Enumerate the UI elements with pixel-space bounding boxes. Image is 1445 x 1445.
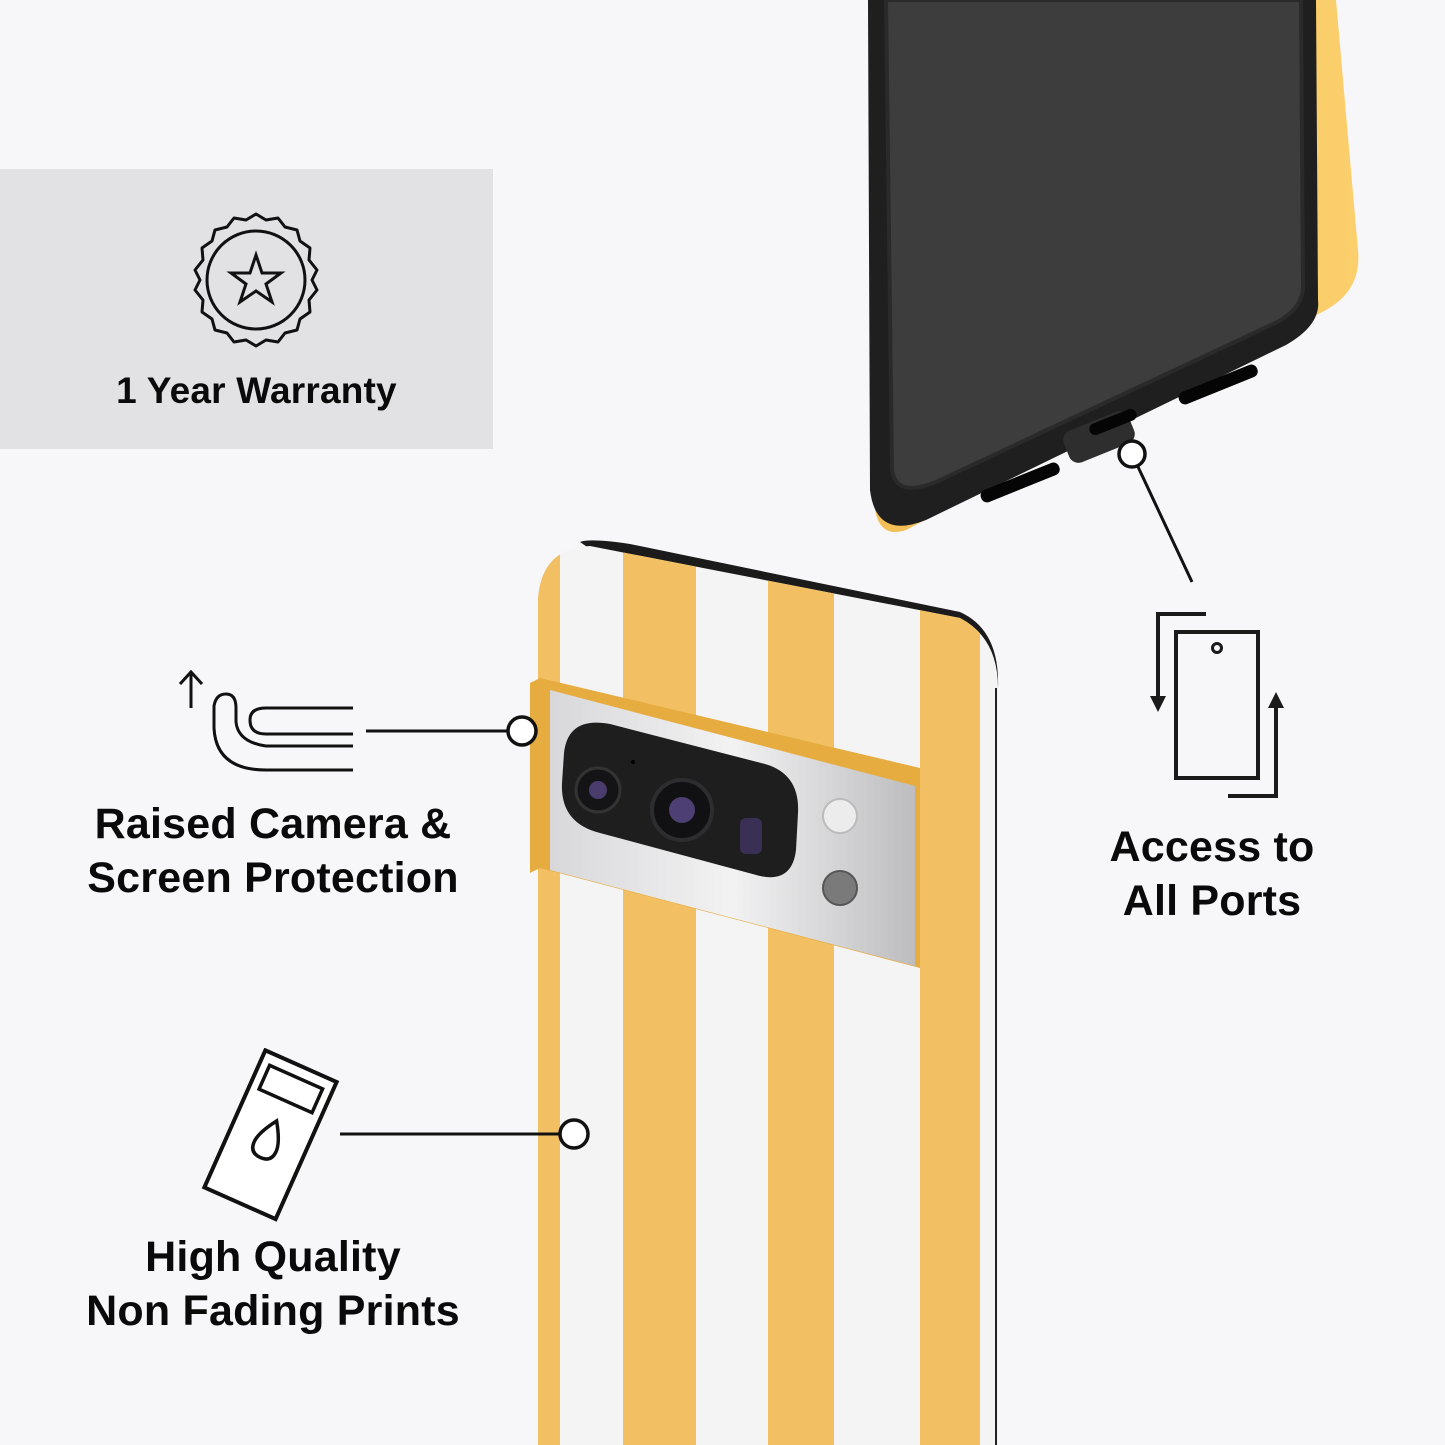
prints-callout xyxy=(338,1118,598,1150)
prints-label-line1: High Quality xyxy=(145,1233,401,1281)
camera-label: Raised Camera & Screen Protection xyxy=(66,797,480,905)
phone-back-view xyxy=(520,538,1000,1445)
camera-label-line2: Screen Protection xyxy=(87,854,459,902)
prints-label: High Quality Non Fading Prints xyxy=(66,1230,480,1338)
warranty-panel xyxy=(0,169,493,449)
ports-callout xyxy=(1100,430,1210,590)
ports-label-line2: All Ports xyxy=(1122,877,1302,925)
phone-front-view xyxy=(866,0,1366,540)
camera-label-line1: Raised Camera & xyxy=(94,800,452,848)
prints-label-line2: Non Fading Prints xyxy=(86,1287,460,1335)
ink-cartridge-icon xyxy=(196,1048,346,1224)
camera-callout xyxy=(364,715,544,747)
raised-edge-icon xyxy=(176,668,356,776)
phone-rotate-icon xyxy=(1145,608,1285,800)
ports-label-line1: Access to xyxy=(1109,823,1315,871)
badge-star-icon xyxy=(186,210,326,350)
ports-label: Access to All Ports xyxy=(1080,820,1344,928)
warranty-label: 1 Year Warranty xyxy=(116,370,397,411)
